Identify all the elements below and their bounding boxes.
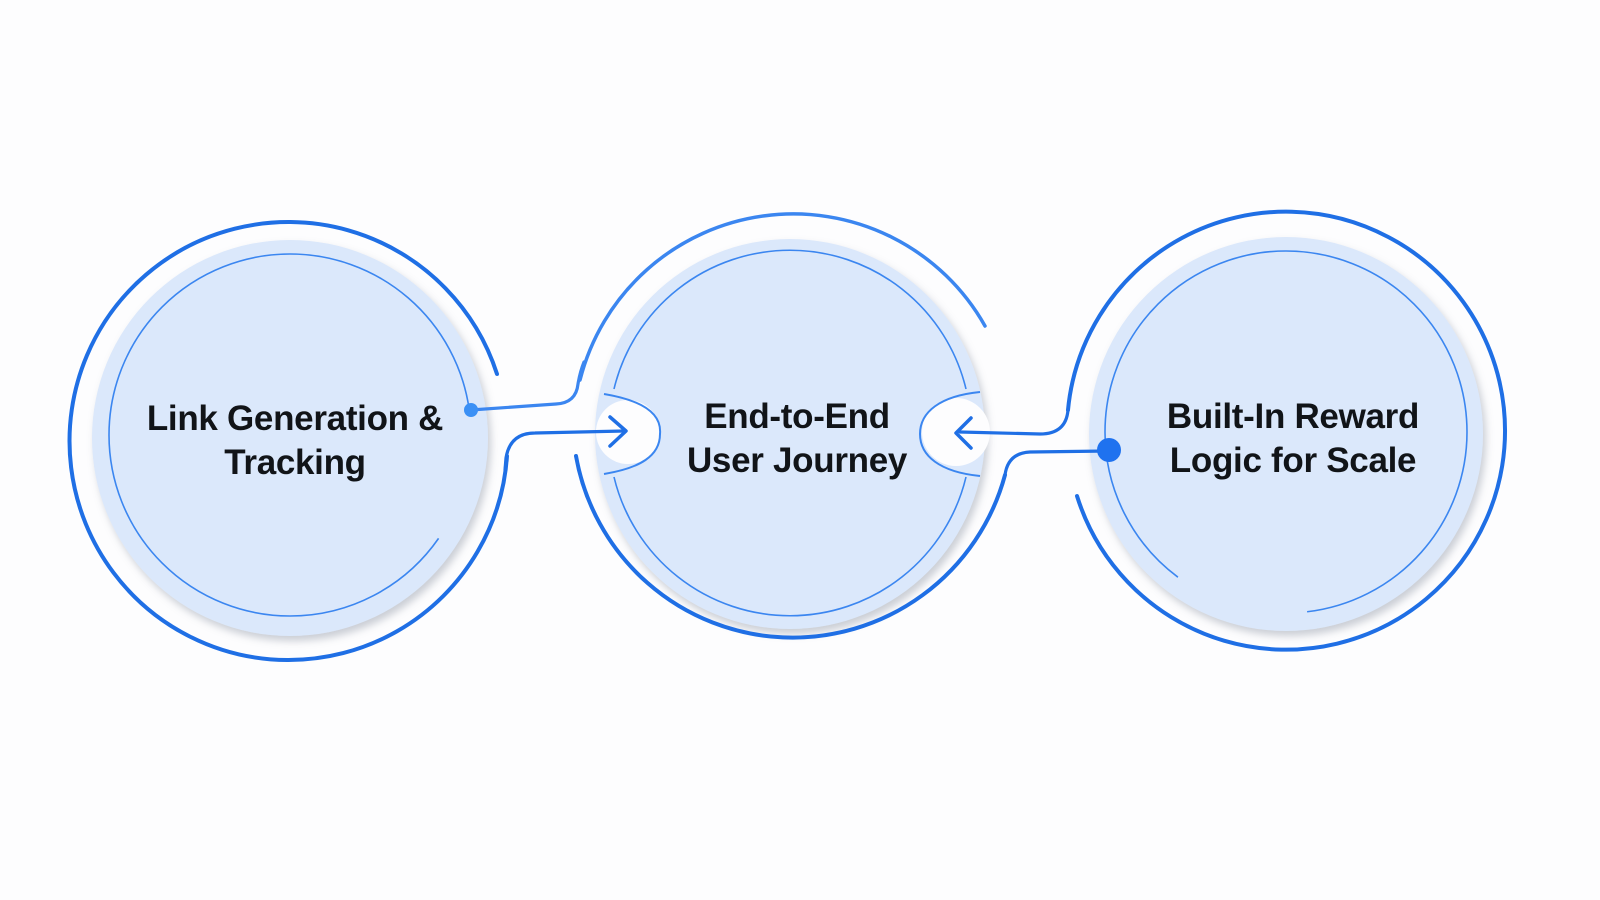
- node-left-disc: [92, 240, 488, 636]
- node-center-inner-ring-top: [613, 249, 967, 390]
- connector-left-to-center: [464, 360, 628, 472]
- node-left-inner-ring: [108, 253, 472, 617]
- node-left-label-line-1: Link Generation &: [146, 399, 444, 438]
- connector-left-start-dot: [464, 403, 478, 417]
- node-right: [1066, 209, 1507, 652]
- connector-left-upper-line: [469, 360, 586, 412]
- node-center-outer-arc-bottom: [574, 454, 1007, 640]
- connector-right-upper-line: [958, 408, 1070, 436]
- node-left-label: Link Generation & Tracking: [135, 397, 455, 485]
- node-center-inner-ring-bottom: [613, 476, 967, 617]
- node-left: [67, 220, 509, 663]
- node-left-outer-arc: [67, 220, 509, 663]
- node-right-outer-arc: [1066, 209, 1507, 652]
- node-center-outer-arc-top: [578, 212, 987, 382]
- node-right-label-line-2: Logic for Scale: [1169, 441, 1417, 480]
- node-right-label-line-1: Built-In Reward: [1166, 397, 1420, 436]
- node-center-notch-left: [603, 393, 662, 475]
- node-center-disc: [595, 239, 985, 629]
- connector-left-lower-line: [503, 429, 626, 472]
- node-right-disc: [1089, 237, 1483, 631]
- connector-right-start-dot: [1097, 438, 1121, 462]
- node-center-label-line-1: End-to-End: [704, 397, 890, 436]
- arrow-right-head: [608, 415, 628, 448]
- connector-right-to-center: [954, 408, 1121, 477]
- node-right-label: Built-In Reward Logic for Scale: [1133, 395, 1453, 483]
- arrow-left-head: [954, 416, 973, 450]
- connector-right-lower-line: [1003, 449, 1110, 477]
- node-center-notch-right: [918, 391, 981, 477]
- node-right-inner-ring: [1104, 250, 1468, 614]
- node-center-label-line-2: User Journey: [686, 441, 908, 480]
- node-center: [574, 212, 1007, 640]
- node-center-label: End-to-End User Journey: [637, 395, 957, 483]
- node-left-label-line-2: Tracking: [224, 443, 366, 482]
